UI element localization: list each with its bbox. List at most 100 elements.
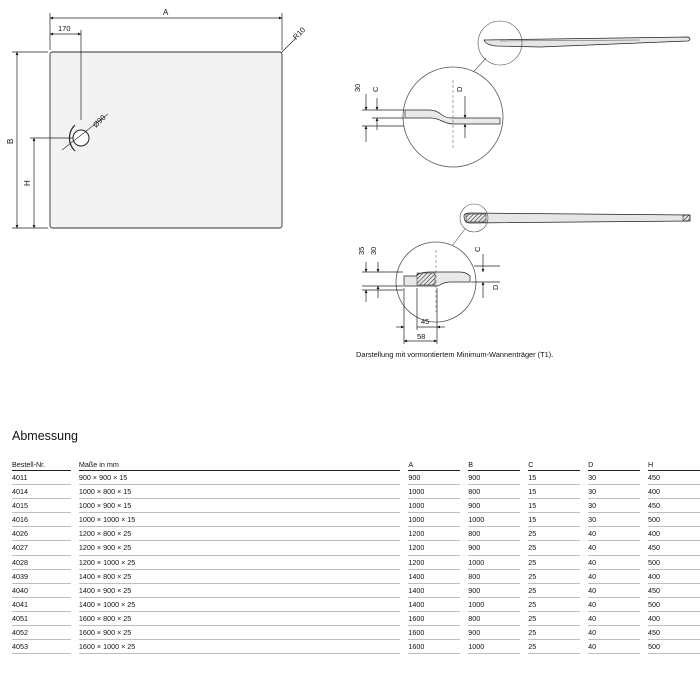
cell-d: 40 bbox=[588, 611, 641, 627]
header-c: C bbox=[528, 456, 581, 471]
section-profile-2 bbox=[451, 203, 691, 247]
cell-h: 400 bbox=[648, 569, 700, 584]
cell-b: 1000 bbox=[468, 597, 521, 612]
section-profile-1 bbox=[467, 20, 691, 79]
cell-d: 40 bbox=[588, 540, 641, 556]
label-a: A bbox=[163, 8, 169, 17]
technical-drawing: A 170 R10 B H Ø90 30 C D bbox=[6, 8, 691, 344]
label-30a: 30 bbox=[353, 84, 362, 92]
cell-b: 900 bbox=[468, 583, 521, 598]
section-title: Abmessung bbox=[12, 429, 79, 443]
detail-1 bbox=[362, 66, 504, 168]
cell-order-no: 4027 bbox=[12, 540, 71, 556]
header-h: H bbox=[648, 456, 700, 471]
cell-a: 1400 bbox=[408, 569, 461, 584]
cell-c: 15 bbox=[528, 470, 581, 486]
cell-a: 1400 bbox=[408, 597, 461, 612]
cell-d: 40 bbox=[588, 555, 641, 570]
cell-order-no: 4040 bbox=[12, 583, 71, 598]
cell-b: 800 bbox=[468, 484, 521, 500]
cell-h: 450 bbox=[648, 470, 700, 486]
label-30b: 30 bbox=[369, 247, 378, 255]
cell-c: 25 bbox=[528, 597, 581, 612]
cell-d: 30 bbox=[588, 484, 641, 500]
cell-a: 1000 bbox=[408, 512, 461, 528]
cell-h: 500 bbox=[648, 597, 700, 612]
detail-2 bbox=[362, 241, 500, 344]
cell-h: 450 bbox=[648, 625, 700, 641]
cell-b: 900 bbox=[468, 625, 521, 641]
cell-a: 1000 bbox=[408, 498, 461, 514]
plan-view bbox=[12, 13, 297, 229]
cell-order-no: 4014 bbox=[12, 484, 71, 500]
cell-h: 450 bbox=[648, 540, 700, 556]
cell-c: 25 bbox=[528, 540, 581, 556]
cell-d: 40 bbox=[588, 625, 641, 641]
cell-order-no: 4052 bbox=[12, 625, 71, 641]
cell-dimensions: 1400 × 1000 × 25 bbox=[78, 597, 401, 612]
cell-dimensions: 900 × 900 × 15 bbox=[78, 470, 401, 486]
header-dimensions: Maße in mm bbox=[78, 456, 401, 471]
cell-dimensions: 1200 × 1000 × 25 bbox=[78, 555, 401, 570]
cell-b: 1000 bbox=[468, 512, 521, 528]
cell-dimensions: 1600 × 1000 × 25 bbox=[78, 639, 401, 655]
cell-c: 15 bbox=[528, 498, 581, 514]
label-r10: R10 bbox=[291, 25, 307, 41]
label-35: 35 bbox=[357, 247, 366, 255]
label-45: 45 bbox=[421, 317, 429, 326]
cell-b: 900 bbox=[468, 470, 521, 486]
cell-dimensions: 1400 × 900 × 25 bbox=[78, 583, 401, 598]
cell-order-no: 4028 bbox=[12, 555, 71, 570]
cell-c: 25 bbox=[528, 569, 581, 584]
detail-circle-2 bbox=[459, 203, 489, 233]
cell-d: 30 bbox=[588, 470, 641, 486]
cell-dimensions: 1200 × 900 × 25 bbox=[78, 540, 401, 556]
cell-order-no: 4016 bbox=[12, 512, 71, 528]
cell-order-no: 4039 bbox=[12, 569, 71, 584]
cell-dimensions: 1600 × 800 × 25 bbox=[78, 611, 401, 627]
drawing-caption: Darstellung mit vormontiertem Minimum-Wa… bbox=[356, 350, 554, 359]
detail-2-labels: 35 30 C D 45 58 bbox=[357, 246, 500, 341]
cell-a: 1400 bbox=[408, 583, 461, 598]
cell-h: 450 bbox=[648, 498, 700, 514]
cell-dimensions: 1400 × 800 × 25 bbox=[78, 569, 401, 584]
cell-dimensions: 1000 × 900 × 15 bbox=[78, 498, 401, 514]
label-b: B bbox=[6, 139, 15, 144]
cell-h: 400 bbox=[648, 526, 700, 542]
cell-d: 40 bbox=[588, 597, 641, 612]
cell-d: 30 bbox=[588, 498, 641, 514]
cell-c: 15 bbox=[528, 512, 581, 528]
cell-h: 400 bbox=[648, 484, 700, 500]
cell-d: 40 bbox=[588, 639, 641, 655]
drain-arc bbox=[68, 124, 76, 152]
cell-a: 1600 bbox=[408, 625, 461, 641]
cell-c: 15 bbox=[528, 484, 581, 500]
cell-a: 1000 bbox=[408, 484, 461, 500]
cell-a: 1200 bbox=[408, 540, 461, 556]
header-d: D bbox=[588, 456, 641, 471]
cell-order-no: 4026 bbox=[12, 526, 71, 542]
header-order-no: Bestell-Nr. bbox=[12, 456, 71, 471]
label-h: H bbox=[23, 180, 32, 186]
cell-d: 40 bbox=[588, 569, 641, 584]
label-db: D bbox=[491, 284, 500, 290]
label-cb: C bbox=[473, 246, 482, 252]
cell-c: 25 bbox=[528, 583, 581, 598]
cell-h: 500 bbox=[648, 512, 700, 528]
label-da: D bbox=[455, 86, 464, 92]
cell-a: 1600 bbox=[408, 611, 461, 627]
cell-order-no: 4015 bbox=[12, 498, 71, 514]
cell-c: 25 bbox=[528, 611, 581, 627]
cell-c: 25 bbox=[528, 639, 581, 655]
cell-b: 800 bbox=[468, 526, 521, 542]
label-ca: C bbox=[371, 86, 380, 92]
